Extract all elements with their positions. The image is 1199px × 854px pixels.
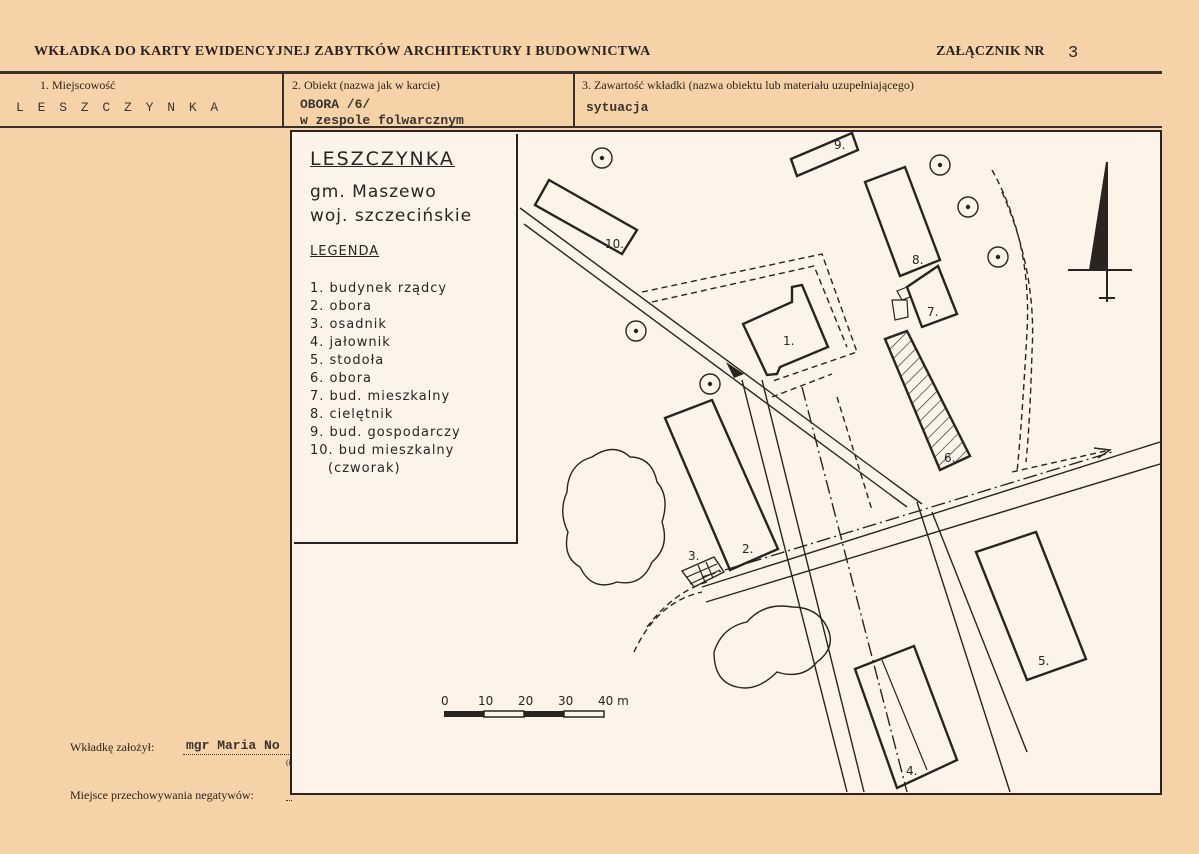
building-9 (789, 132, 860, 178)
tree-cluster-1 (562, 448, 666, 586)
author-label: Wkładkę założył: (70, 740, 155, 754)
map-commune: gm. Maszewo (310, 182, 437, 202)
building-7 (905, 264, 959, 329)
header-rule (0, 71, 1162, 74)
object-value-line2: w zespole folwarcznym (300, 113, 464, 128)
author-value: mgr Maria No (186, 738, 280, 753)
svg-text:0: 0 (441, 694, 449, 708)
path-dashdot-1 (801, 386, 908, 793)
locality-label: 1. Miejscowość (40, 78, 116, 92)
building-label-2: 2. (742, 542, 753, 556)
building-4 (853, 644, 959, 790)
svg-text:40 m: 40 m (598, 694, 629, 708)
building-3 (680, 556, 726, 588)
fields-rule (0, 126, 1162, 128)
site-plan-drawing: 10. 9. 1. 8. 7. 6. 2. 3. 5. 4. 0 10 20 3… (441, 132, 1160, 793)
legend-item: 1. budynek rządcy (310, 281, 448, 296)
building-label-8: 8. (912, 253, 923, 267)
legend-item: 10. bud mieszkalny (310, 443, 455, 458)
road-south (741, 379, 848, 793)
card-title: WKŁADKA DO KARTY EWIDENCYJNEJ ZABYTKÓW A… (34, 44, 651, 59)
map-title: LESZCZYNKA (310, 148, 455, 170)
legend-item: (czworak) (328, 461, 401, 476)
legend-item: 8. cielętnik (310, 407, 394, 422)
svg-text:20: 20 (518, 694, 533, 708)
legend-item: 3. osadnik (310, 317, 387, 332)
building-label-1: 1. (783, 334, 794, 348)
legend-item: 6. obora (310, 371, 373, 386)
building-label-10: 10. (605, 237, 624, 251)
legend-item: 9. bud. gospodarczy (310, 425, 461, 440)
legend-item: 5. stodoła (310, 353, 385, 368)
author-underline (183, 754, 289, 755)
building-label-3: 3. (688, 549, 699, 563)
building-5 (974, 530, 1088, 682)
legend-heading: LEGENDA (310, 244, 380, 259)
building-label-6: 6. (944, 451, 955, 465)
path-dashed-1 (641, 253, 858, 383)
legend-item: 4. jałownik (310, 335, 391, 350)
legend-item: 2. obora (310, 299, 373, 314)
object-value-line1: OBORA /6/ (300, 97, 371, 112)
building-label-9: 9. (834, 138, 845, 152)
locality-value: L E S Z C Z Y N K A (16, 100, 222, 115)
negatives-label: Miejsce przechowywania negatywów: (70, 788, 254, 802)
north-arrow (1068, 161, 1132, 302)
building-label-4: 4. (906, 764, 917, 778)
building-10 (533, 178, 639, 256)
road-diagonal (519, 207, 923, 505)
field-divider-2 (573, 73, 575, 128)
legend-list: 1. budynek rządcy 2. obora 3. osadnik 4.… (310, 280, 461, 478)
field-divider-1 (282, 73, 284, 128)
content-value: sytuacja (586, 100, 649, 115)
building-2 (663, 398, 780, 572)
map-voivodeship: woj. szczecińskie (310, 206, 473, 226)
map-legend: LESZCZYNKA gm. Maszewo woj. szczecińskie… (294, 134, 518, 544)
building-6 (883, 329, 972, 472)
tree-symbols (591, 147, 1009, 395)
annex-number: 3 (1068, 44, 1079, 63)
site-plan: 10. 9. 1. 8. 7. 6. 2. 3. 5. 4. 0 10 20 3… (290, 130, 1162, 795)
tree-cluster-2 (713, 605, 831, 689)
building-1 (741, 283, 830, 377)
building-label-5: 5. (1038, 654, 1049, 668)
building-label-7: 7. (927, 305, 938, 319)
content-label: 3. Zawartość wkładki (nazwa obiektu lub … (582, 78, 914, 92)
road-east (701, 441, 1160, 588)
scale-bar: 0 10 20 30 40 m (441, 694, 629, 718)
annex-label: ZAŁĄCZNIK NR (936, 44, 1045, 59)
object-label: 2. Obiekt (nazwa jak w karcie) (292, 78, 440, 92)
svg-text:30: 30 (558, 694, 573, 708)
negatives-underline (286, 800, 292, 801)
building-8 (863, 165, 942, 278)
legend-item: 7. bud. mieszkalny (310, 389, 451, 404)
svg-text:10: 10 (478, 694, 493, 708)
entrance-arrow (726, 362, 744, 378)
